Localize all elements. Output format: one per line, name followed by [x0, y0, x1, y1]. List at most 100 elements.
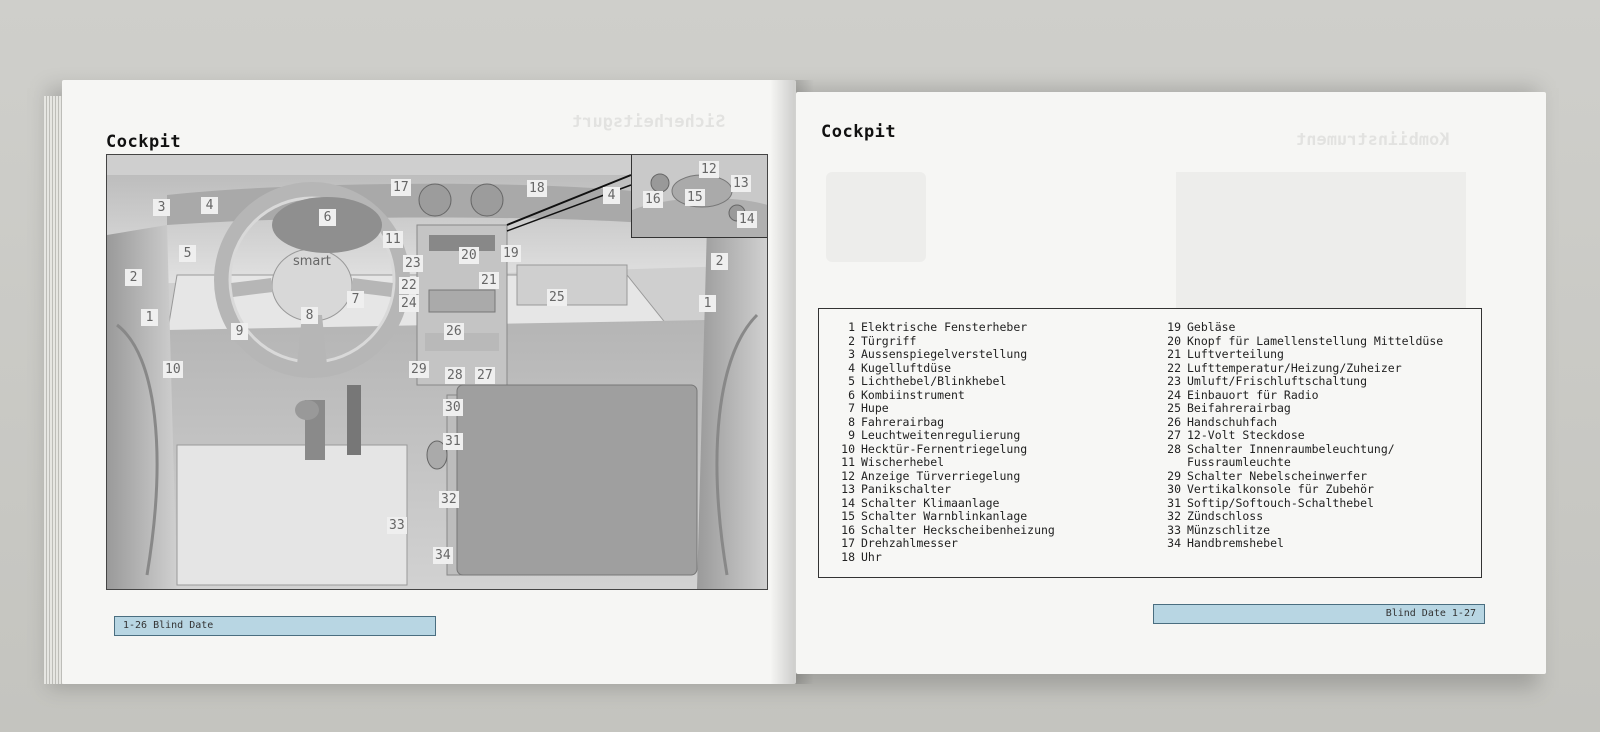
legend-number: 17 [841, 536, 855, 550]
callout-2: 2 [125, 269, 142, 286]
legend-number: 25 [1167, 401, 1181, 415]
legend-item: 23 Umluft/Frischluftschaltung [1155, 374, 1475, 389]
right-page-title: Cockpit [821, 122, 897, 142]
legend-number: 24 [1167, 387, 1181, 402]
callout-21: 21 [479, 272, 499, 289]
callout-4: 4 [201, 197, 218, 214]
bleed-through-text: Kombiinstrument [1296, 130, 1450, 150]
legend-item: 17 Drehzahlmesser [829, 536, 1149, 551]
callout-7: 7 [347, 291, 364, 308]
callout-28: 28 [445, 367, 465, 384]
legend-number: 8 [848, 414, 855, 429]
legend-number: 2 [848, 333, 855, 348]
legend-number: 23 [1167, 374, 1181, 388]
legend-number: 21 [1167, 347, 1181, 361]
legend-label: Handschuhfach [1187, 414, 1278, 429]
legend-number: 7 [848, 401, 855, 415]
left-page: Sicherheitsgurt Cockpit [62, 80, 796, 684]
legend-item: 22 Lufttemperatur/Heizung/Zuheizer [1155, 360, 1475, 376]
callout-20: 20 [459, 247, 479, 264]
callout-23: 23 [403, 255, 423, 272]
callout-16: 16 [643, 191, 663, 208]
callout-14: 14 [737, 211, 757, 228]
legend-label: Kugelluftdüse [861, 360, 952, 375]
legend-label: Elektrische Fensterheber [861, 320, 1028, 334]
legend-label: Luftverteilung [1187, 347, 1284, 361]
legend-number: 15 [841, 509, 855, 523]
callout-11: 11 [383, 231, 403, 248]
callout-9: 9 [231, 323, 248, 340]
callout-33: 33 [387, 517, 407, 534]
callout-18: 18 [527, 180, 547, 197]
cockpit-illustration: smart 18 17 3 4 6 5 2 1 7 8 9 10 11 23 2… [106, 154, 768, 590]
legend-label: Lichthebel/Blinkhebel [861, 374, 1007, 388]
callout-32: 32 [439, 491, 459, 508]
legend-label: Drehzahlmesser [861, 536, 958, 550]
callout-1-right: 1 [699, 295, 716, 312]
page-edges [44, 96, 64, 684]
left-page-title: Cockpit [106, 132, 182, 152]
callout-2-right: 2 [711, 253, 728, 270]
legend-number: 33 [1167, 522, 1181, 537]
legend-label: Kombiinstrument [861, 387, 965, 402]
callout-4-right: 4 [603, 187, 620, 204]
legend-number: 9 [848, 428, 855, 442]
right-page-footer: Blind Date 1-27 [1153, 604, 1485, 624]
legend-label: Panikschalter [861, 482, 952, 496]
legend-label: Wischerhebel [861, 455, 945, 469]
legend-number: 26 [1167, 414, 1181, 429]
legend-number: 29 [1167, 468, 1181, 483]
legend-number: 22 [1167, 360, 1181, 375]
legend-item: 7 Hupe [829, 401, 1149, 416]
legend-label: Einbauort für Radio [1187, 387, 1319, 402]
legend-number: 28 [1167, 441, 1181, 456]
legend-item: 27 12-Volt Steckdose [1155, 428, 1475, 443]
bleed-through-figure [1176, 172, 1466, 312]
steering-logo: smart [293, 254, 331, 269]
callout-15: 15 [685, 189, 705, 206]
legend-number: 16 [841, 522, 855, 537]
legend-number: 6 [848, 387, 855, 402]
legend-label: 12-Volt Steckdose [1187, 428, 1305, 442]
legend-label: Hupe [861, 401, 889, 415]
legend-item: 19 Gebläse [1155, 320, 1475, 335]
callout-6: 6 [319, 209, 336, 226]
legend-number: 19 [1167, 320, 1181, 334]
callout-27: 27 [475, 367, 495, 384]
legend-number: 30 [1167, 482, 1181, 496]
callout-12: 12 [699, 161, 719, 178]
callout-26: 26 [444, 323, 464, 340]
legend-item: 6 Kombiinstrument [829, 387, 1149, 403]
legend-label: Fahrerairbag [861, 414, 945, 429]
legend-number: 34 [1167, 536, 1181, 550]
callout-30: 30 [443, 399, 463, 416]
callout-1: 1 [141, 309, 158, 326]
legend-number: 4 [848, 360, 855, 375]
legend-label: Gebläse [1187, 320, 1236, 334]
bleed-through-text: Sicherheitsgurt [572, 112, 726, 132]
legend-number: 14 [841, 495, 855, 510]
legend-number: 27 [1167, 428, 1181, 442]
callout-3: 3 [153, 199, 170, 216]
legend-label: Umluft/Frischluftschaltung [1187, 374, 1368, 388]
legend-label: Lufttemperatur/Heizung/Zuheizer [1187, 360, 1402, 375]
callout-19: 19 [501, 245, 521, 262]
